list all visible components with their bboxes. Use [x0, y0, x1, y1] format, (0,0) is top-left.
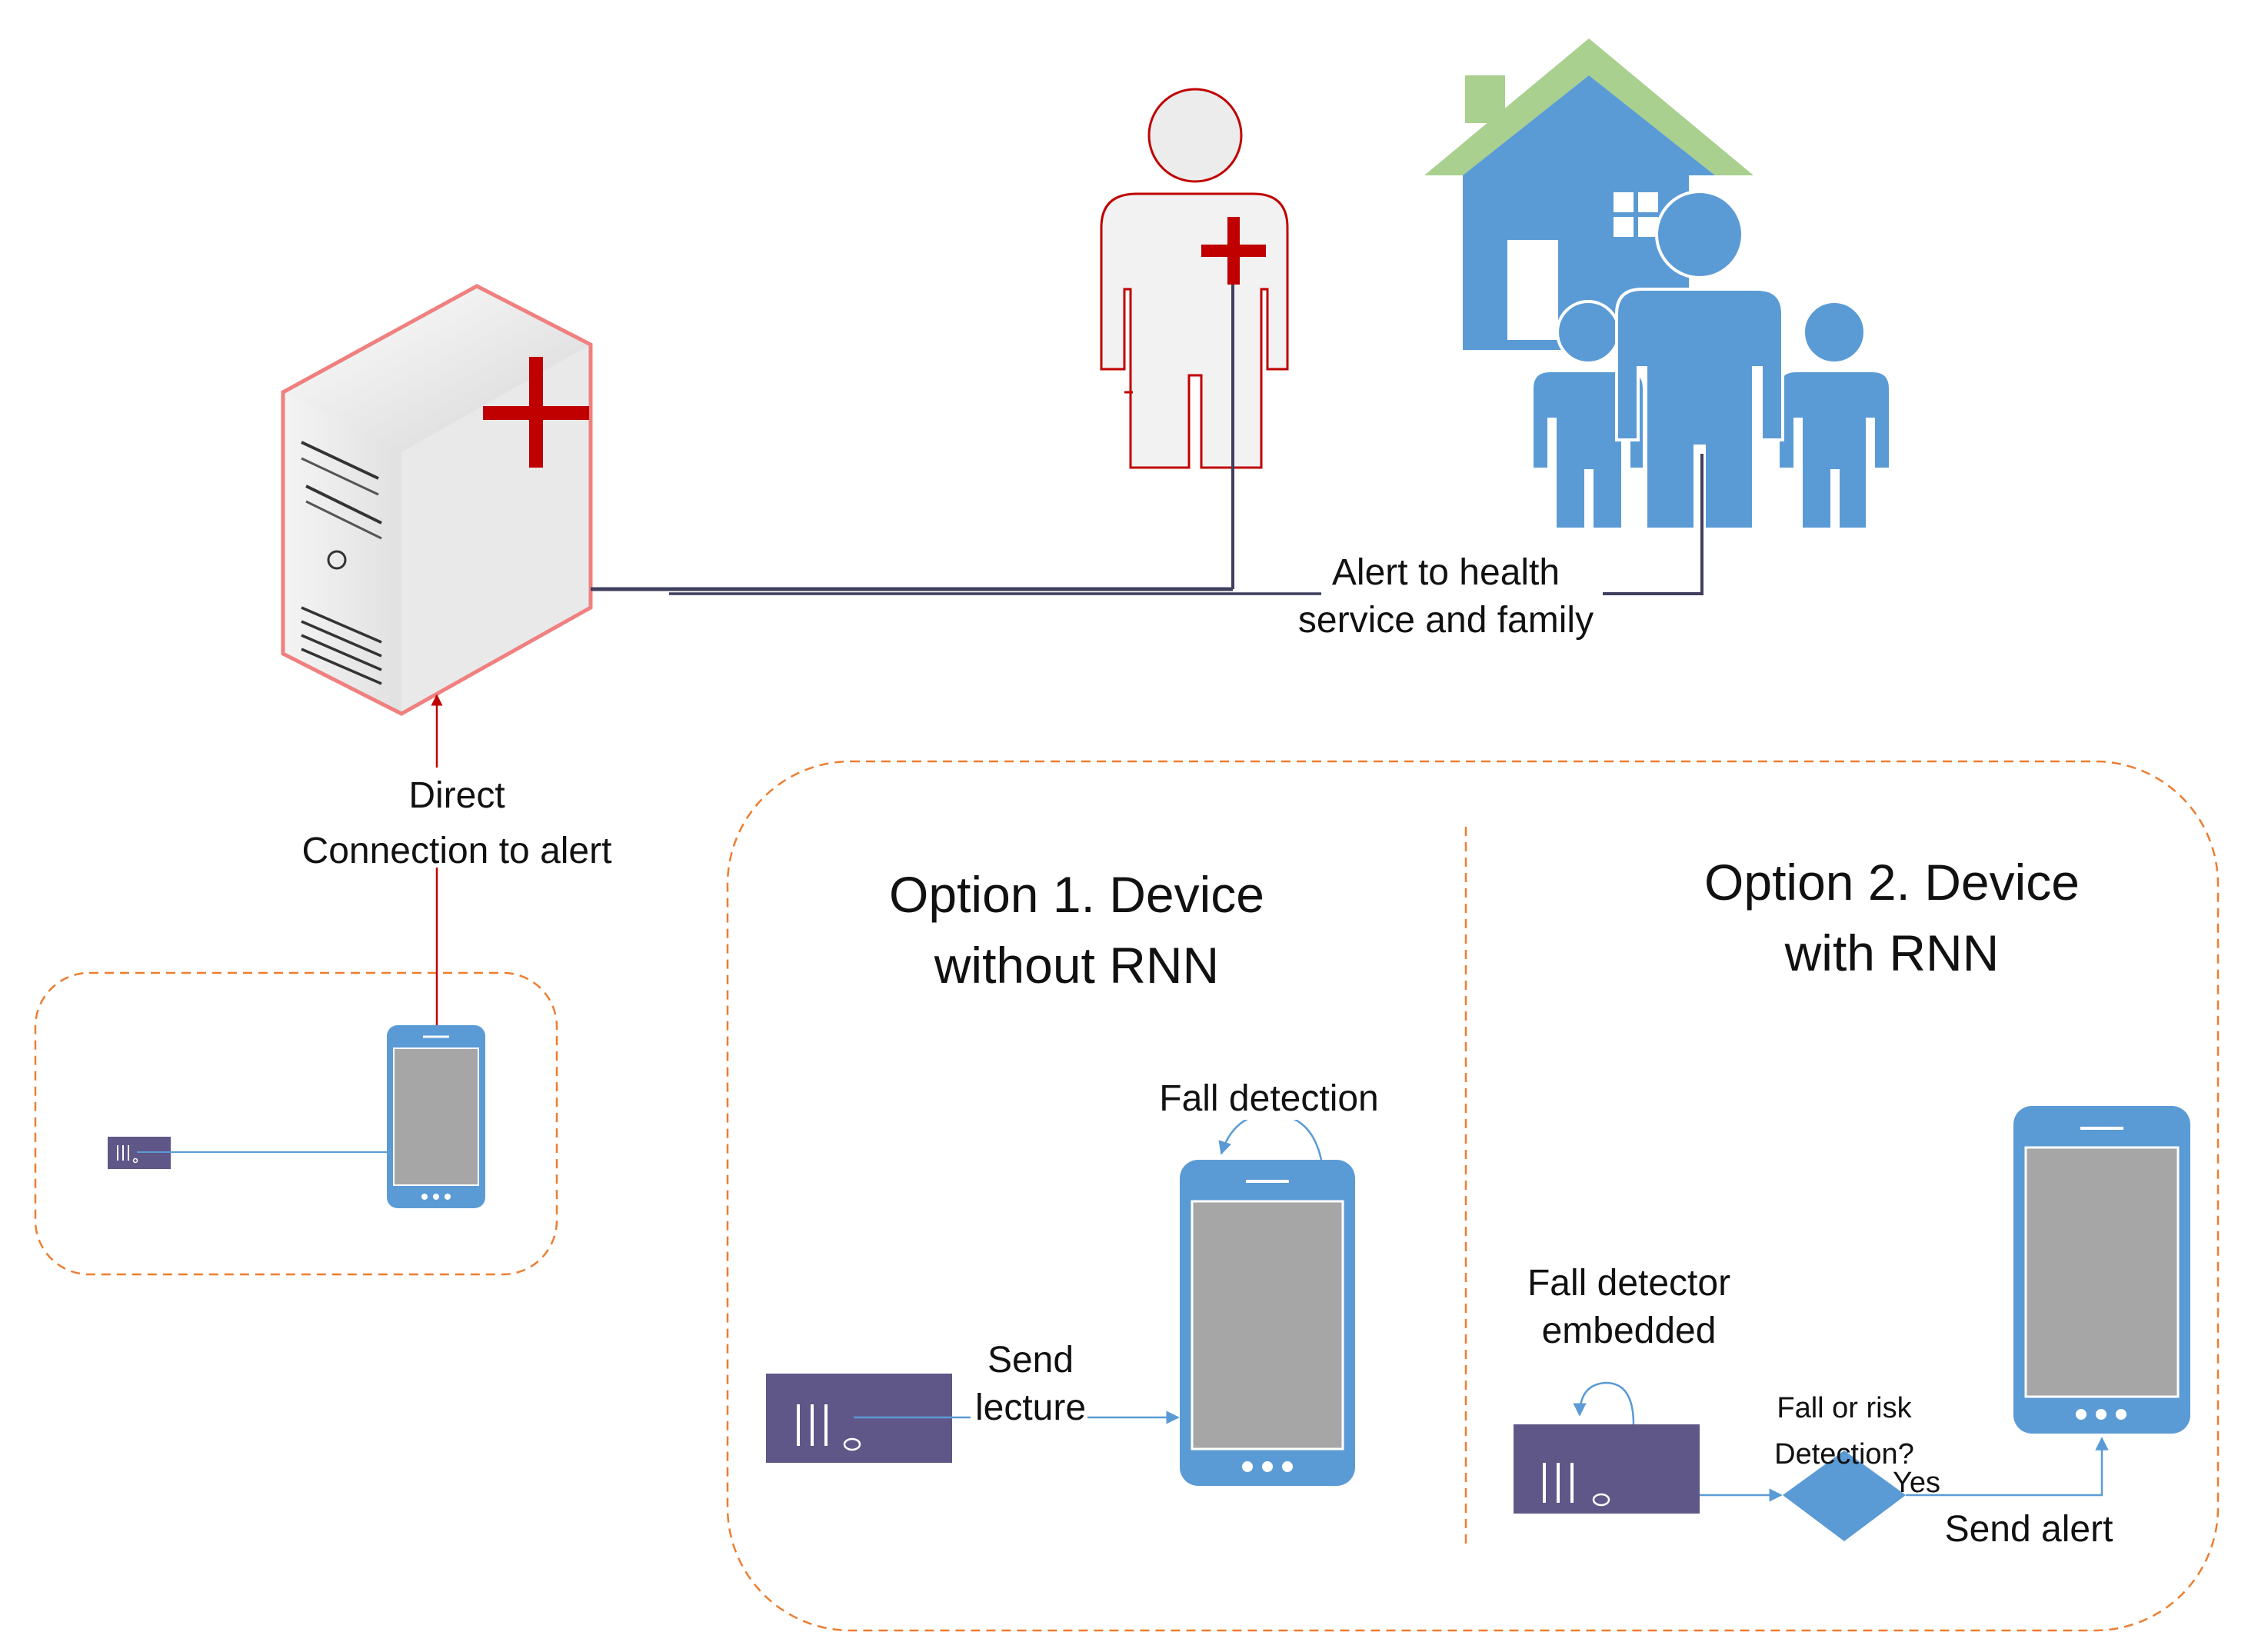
family-icon [1530, 190, 1892, 531]
fall-detector-label-line2: embedded [1542, 1311, 1717, 1351]
direct-label-line1: Direct [408, 775, 505, 816]
direct-label-line2: Connection to alert [302, 831, 612, 871]
option2-title-line1: Option 2. Device [1704, 854, 2080, 911]
smartphone-icon [1180, 1160, 1355, 1486]
house-icon [1424, 38, 1753, 350]
fall-detection-label: Fall detection [1159, 1078, 1379, 1119]
send-label-line1: Send [987, 1340, 1074, 1381]
alert-label-line1: Alert to health [1332, 552, 1560, 593]
decision-diamond-icon [1783, 1450, 1906, 1541]
alert-label-line2: service and family [1298, 600, 1594, 641]
yes-label: Yes [1893, 1467, 1940, 1499]
embedded-loop-arrow [1573, 1381, 1635, 1425]
sensor-icon [1514, 1424, 1700, 1514]
smartphone-icon [2013, 1106, 2190, 1434]
option1-title-line2: without RNN [934, 937, 1219, 994]
server-icon [281, 284, 593, 716]
fall-detector-label-line1: Fall detector [1527, 1263, 1730, 1304]
send-alert-arrow [1906, 1437, 2109, 1497]
fall-detection-loop-arrow [1218, 1112, 1323, 1161]
options-group [726, 760, 2220, 1632]
smartphone-icon [387, 1025, 485, 1208]
option1-title-line1: Option 1. Device [889, 866, 1264, 923]
alert-connection-lines [591, 285, 1703, 595]
fall-risk-label-line1: Fall or risk [1777, 1392, 1912, 1424]
fall-risk-label-line2: Detection? [1774, 1438, 1914, 1470]
medical-staff-icon [1100, 88, 1289, 469]
send-alert-label: Send alert [1945, 1509, 2113, 1550]
left-device-group [34, 971, 558, 1276]
option2-title-line2: with RNN [1784, 924, 2000, 981]
send-label-line2: lecture [975, 1387, 1086, 1428]
